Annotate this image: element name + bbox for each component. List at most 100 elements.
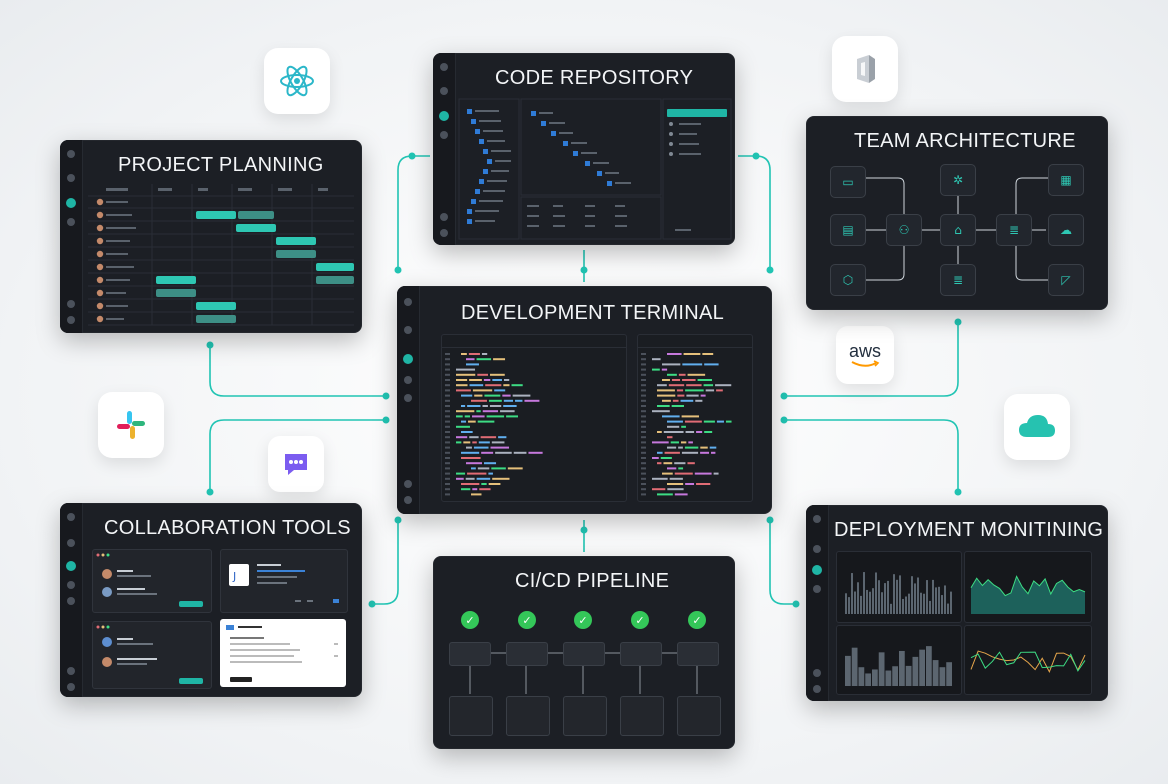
- scan-details[interactable]: [563, 696, 607, 736]
- code-token: [696, 431, 703, 433]
- test-stage[interactable]: [506, 642, 548, 666]
- chat-icon[interactable]: [66, 561, 76, 571]
- build-stage[interactable]: [449, 642, 491, 666]
- chart-bar: [854, 591, 856, 614]
- layers-icon[interactable]: [67, 218, 75, 226]
- react-icon: [280, 65, 314, 97]
- code-token: [524, 399, 540, 402]
- cloud-node[interactable]: ☁: [1048, 214, 1084, 246]
- jira-card[interactable]: J: [220, 549, 348, 613]
- github-icon[interactable]: [404, 298, 412, 306]
- monitor-icon[interactable]: [812, 565, 822, 575]
- chat-app-icon[interactable]: [268, 436, 324, 492]
- code-token: [685, 431, 695, 433]
- services-node[interactable]: ▦: [1048, 164, 1084, 196]
- settings-icon[interactable]: [404, 480, 412, 488]
- code-token: [528, 451, 543, 454]
- api-node[interactable]: ✲: [940, 164, 976, 196]
- link-icon[interactable]: [67, 597, 75, 605]
- settings-icon[interactable]: [67, 300, 75, 308]
- code-editor-right[interactable]: [637, 334, 753, 502]
- staging-details[interactable]: [620, 696, 664, 736]
- github-icon[interactable]: [813, 515, 821, 523]
- github-icon[interactable]: [67, 513, 75, 521]
- build-details[interactable]: [449, 696, 493, 736]
- editor-tab-bar: [638, 335, 752, 348]
- github-icon[interactable]: [440, 63, 448, 71]
- code-token: [472, 415, 485, 418]
- comment-card[interactable]: [92, 621, 212, 689]
- layers-icon[interactable]: [813, 585, 821, 593]
- bar-chart: [845, 572, 952, 614]
- edit-icon[interactable]: [404, 326, 412, 334]
- traffic-area-chart[interactable]: [964, 551, 1092, 623]
- layers-icon[interactable]: [67, 581, 75, 589]
- terminal-icon[interactable]: [403, 354, 413, 364]
- code-token: [481, 451, 494, 454]
- chart-bar: [939, 667, 946, 686]
- user-icon[interactable]: [67, 316, 75, 324]
- edit-icon[interactable]: [67, 174, 75, 182]
- repo-icon[interactable]: [439, 111, 449, 121]
- staging-stage[interactable]: [620, 642, 662, 666]
- code-token: [491, 441, 505, 444]
- deploy-node[interactable]: ◸: [1048, 264, 1084, 296]
- edit-icon[interactable]: [813, 545, 821, 553]
- database-icon: ≣: [952, 273, 964, 287]
- settings-icon[interactable]: [813, 669, 821, 677]
- chat-card[interactable]: [92, 549, 212, 613]
- code-token: [472, 488, 478, 491]
- code-token: [494, 389, 506, 392]
- line-number: [445, 483, 450, 485]
- branch-icon[interactable]: [440, 131, 448, 139]
- code-token: [493, 358, 506, 361]
- edit-icon[interactable]: [440, 87, 448, 95]
- mobile-node[interactable]: ⬡: [830, 264, 866, 296]
- layers-icon[interactable]: [404, 394, 412, 402]
- line-number: [445, 457, 450, 459]
- code-token: [456, 379, 468, 381]
- storage-node[interactable]: ≣: [996, 214, 1032, 246]
- files-icon[interactable]: [404, 376, 412, 384]
- deploy-stage[interactable]: [677, 642, 719, 666]
- edit-icon[interactable]: [67, 539, 75, 547]
- line-number: [445, 451, 450, 454]
- user-icon[interactable]: [404, 496, 412, 504]
- database-node[interactable]: ≣: [940, 264, 976, 296]
- code-token: [681, 425, 686, 428]
- user-icon[interactable]: [67, 683, 75, 691]
- react-app-icon[interactable]: [264, 48, 330, 114]
- chart-bar: [872, 588, 874, 614]
- line-number: [445, 441, 450, 444]
- frontend-node[interactable]: ▭: [830, 166, 866, 198]
- aws-smile-icon: [851, 360, 880, 367]
- latency-line-chart[interactable]: [964, 625, 1092, 695]
- memory-bar-chart[interactable]: [836, 625, 962, 695]
- settings-icon[interactable]: [440, 213, 448, 221]
- deploy-details[interactable]: [677, 696, 721, 736]
- code-token: [667, 483, 684, 485]
- planning-icon[interactable]: [66, 198, 76, 208]
- github-icon[interactable]: [67, 150, 75, 158]
- document-card[interactable]: [220, 619, 346, 687]
- user-icon[interactable]: [440, 229, 448, 237]
- aws-app-icon[interactable]: aws: [836, 326, 894, 384]
- cpu-bar-chart[interactable]: [836, 551, 962, 623]
- settings-icon[interactable]: [67, 667, 75, 675]
- backend-node[interactable]: ▤: [830, 214, 866, 246]
- chart-bar: [851, 647, 858, 686]
- scan-success-icon: ✓: [574, 611, 592, 629]
- team-lead-node[interactable]: ⚇: [886, 214, 922, 246]
- code-token: [705, 389, 715, 392]
- cloud-app-icon[interactable]: [1004, 394, 1070, 460]
- github-node[interactable]: ⌂: [940, 214, 976, 246]
- slack-app-icon[interactable]: [98, 392, 164, 458]
- test-details[interactable]: [506, 696, 550, 736]
- code-token: [715, 384, 732, 387]
- elastic-app-icon[interactable]: [832, 36, 898, 102]
- user-icon[interactable]: [813, 685, 821, 693]
- line-number: [445, 368, 450, 371]
- code-token: [667, 436, 673, 439]
- code-editor-left[interactable]: [441, 334, 627, 502]
- scan-stage[interactable]: [563, 642, 605, 666]
